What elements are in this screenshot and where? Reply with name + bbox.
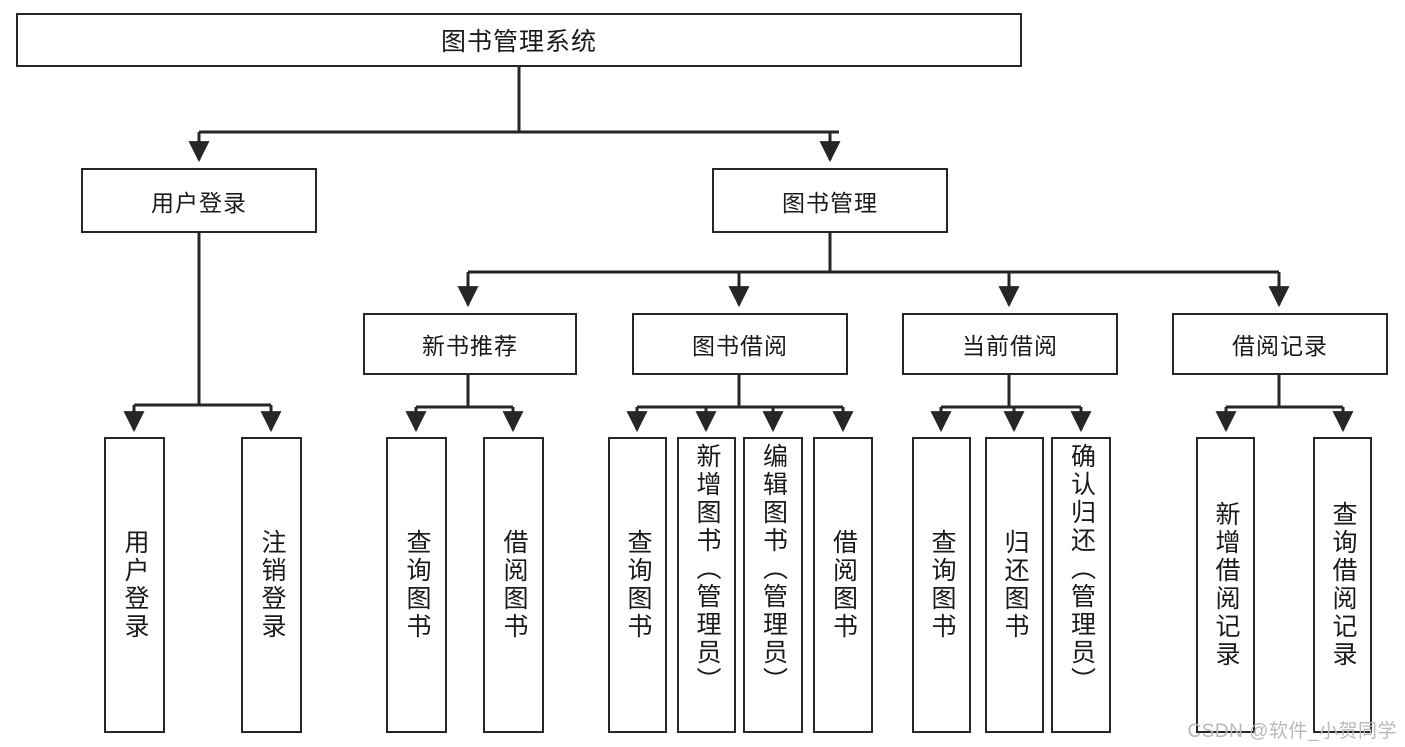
leaf-borrow-book-bb-label: 借阅图书 bbox=[829, 529, 858, 641]
node-new-book-recommend[interactable]: 新书推荐 bbox=[363, 313, 577, 375]
leaf-borrow-book-nbr[interactable]: 借阅图书 bbox=[483, 437, 544, 733]
leaf-query-book-nbr-label: 查询图书 bbox=[403, 529, 431, 641]
leaf-user-login-label: 用户登录 bbox=[121, 529, 149, 641]
node-root-label: 图书管理系统 bbox=[440, 28, 597, 56]
node-new-book-recommend-label: 新书推荐 bbox=[422, 333, 518, 359]
leaf-return-book[interactable]: 归还图书 bbox=[985, 437, 1044, 733]
leaf-logout-label: 注销登录 bbox=[258, 529, 286, 641]
node-book-management-label: 图书管理 bbox=[782, 189, 878, 216]
node-borrow-record-label: 借阅记录 bbox=[1232, 333, 1328, 359]
node-book-management[interactable]: 图书管理 bbox=[712, 168, 948, 233]
node-root[interactable]: 图书管理系统 bbox=[16, 13, 1022, 67]
leaf-add-borrow-record[interactable]: 新增借阅记录 bbox=[1196, 437, 1255, 733]
node-user-login[interactable]: 用户登录 bbox=[81, 168, 317, 233]
leaf-logout[interactable]: 注销登录 bbox=[241, 437, 302, 733]
leaf-query-book-bb-label: 查询图书 bbox=[624, 529, 652, 641]
leaf-query-book-nbr[interactable]: 查询图书 bbox=[386, 437, 447, 733]
node-current-borrow[interactable]: 当前借阅 bbox=[902, 313, 1118, 375]
node-user-login-label: 用户登录 bbox=[151, 189, 247, 216]
leaf-add-borrow-record-label: 新增借阅记录 bbox=[1212, 501, 1240, 669]
node-borrow-record[interactable]: 借阅记录 bbox=[1172, 313, 1388, 375]
leaf-query-book-cb-label: 查询图书 bbox=[928, 529, 956, 641]
node-book-borrow-label: 图书借阅 bbox=[692, 333, 788, 359]
leaf-edit-book-admin[interactable]: 编辑图书（管理员） bbox=[743, 437, 803, 733]
leaf-confirm-return-admin[interactable]: 确认归还（管理员） bbox=[1051, 437, 1111, 733]
leaf-confirm-return-admin-label: 确认归还（管理员） bbox=[1067, 443, 1096, 695]
watermark: CSDN @软件_小贺同学 bbox=[1187, 721, 1397, 742]
leaf-query-book-cb[interactable]: 查询图书 bbox=[912, 437, 971, 733]
leaf-add-book-admin[interactable]: 新增图书（管理员） bbox=[677, 437, 736, 733]
leaf-user-login[interactable]: 用户登录 bbox=[104, 437, 165, 733]
leaf-return-book-label: 归还图书 bbox=[1001, 529, 1029, 641]
leaf-query-book-bb[interactable]: 查询图书 bbox=[608, 437, 667, 733]
node-book-borrow[interactable]: 图书借阅 bbox=[632, 313, 848, 375]
leaf-edit-book-admin-label: 编辑图书（管理员） bbox=[759, 443, 788, 695]
leaf-query-borrow-record[interactable]: 查询借阅记录 bbox=[1313, 437, 1372, 733]
leaf-add-book-admin-label: 新增图书（管理员） bbox=[693, 443, 721, 695]
leaf-borrow-book-bb[interactable]: 借阅图书 bbox=[813, 437, 873, 733]
node-current-borrow-label: 当前借阅 bbox=[962, 333, 1058, 359]
leaf-borrow-book-nbr-label: 借阅图书 bbox=[500, 529, 528, 641]
leaf-query-borrow-record-label: 查询借阅记录 bbox=[1329, 501, 1357, 669]
